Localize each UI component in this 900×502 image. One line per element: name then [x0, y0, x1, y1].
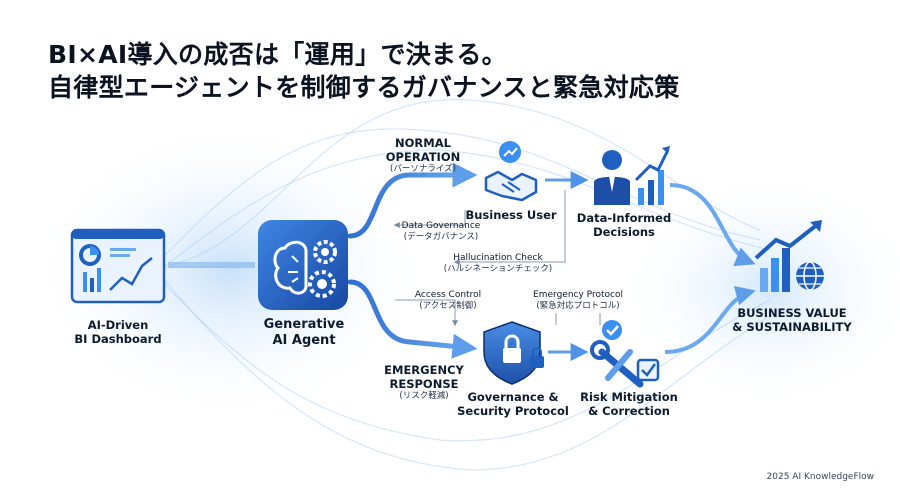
- business-value-label: BUSINESS VALUE & SUSTAINABILITY: [732, 306, 851, 334]
- brain-gears-icon: [258, 220, 348, 310]
- dashboard-label-1: AI-Driven: [87, 318, 149, 332]
- emerg-proto-sub: (緊急対応プロトコル): [536, 301, 620, 311]
- normal-sub: (パーソナライズ): [390, 164, 456, 174]
- edge-risk-value: [664, 285, 756, 354]
- governance-label-1: Governance &: [467, 390, 559, 404]
- governance-label: Governance & Security Protocol: [457, 390, 569, 418]
- emergency-response-label: EMERGENCY RESPONSE (リスク軽減): [384, 363, 464, 402]
- title-line-2: 自律型エージェントを制御するガバナンスと緊急対応策: [48, 73, 680, 102]
- normal-label-1: NORMAL: [395, 136, 451, 150]
- title-line-1: BI×AI導入の成否は「運用」で決まる。: [48, 40, 507, 69]
- decisions-label: Data-Informed Decisions: [577, 211, 671, 239]
- data-governance-label: Data Governance (データガバナンス): [402, 221, 481, 243]
- dashboard-label-2: BI Dashboard: [74, 332, 162, 346]
- wrench-check-icon: [590, 320, 660, 388]
- data-gov-text: Data Governance: [401, 221, 481, 231]
- data-gov-sub: (データガバナンス): [403, 232, 479, 242]
- access-control-label: Access Control (アクセス制御): [415, 290, 481, 312]
- agent-label-1: Generative: [263, 317, 345, 332]
- normal-operation-label: NORMAL OPERATION (パーソナライズ): [386, 136, 460, 175]
- access-text: Access Control: [414, 290, 482, 300]
- halluc-text: Hallucination Check: [453, 253, 543, 263]
- edge-decisions-value: [669, 183, 756, 267]
- feedback-arrows: [393, 190, 601, 327]
- risk-label-2: & Correction: [588, 404, 670, 418]
- access-sub: (アクセス制御): [419, 301, 477, 311]
- dashboard-label: AI-Driven BI Dashboard: [74, 318, 161, 346]
- agent-label: Generative AI Agent: [264, 317, 345, 349]
- shield-lock-icon: [483, 321, 544, 385]
- risk-label-1: Risk Mitigation: [580, 390, 678, 404]
- emerg-proto-text: Emergency Protocol: [533, 290, 623, 300]
- agent-label-2: AI Agent: [272, 333, 336, 348]
- growth-globe-icon: [754, 220, 824, 292]
- page-title: BI×AI導入の成否は「運用」で決まる。 自律型エージェントを制御するガバナンス…: [48, 38, 680, 104]
- risk-label: Risk Mitigation & Correction: [580, 390, 678, 418]
- business-user-label: Business User: [465, 208, 556, 222]
- glow-left: [30, 120, 430, 420]
- decisions-label-2: Decisions: [593, 225, 655, 239]
- hallucination-label: Hallucination Check (ハルシネーションチェック): [444, 253, 552, 275]
- value-label-2: & SUSTAINABILITY: [732, 320, 852, 334]
- dashboard-icon: [70, 228, 166, 304]
- value-label-1: BUSINESS VALUE: [737, 306, 847, 320]
- footer-credit: 2025 AI KnowledgeFlow: [766, 472, 874, 482]
- governance-label-2: Security Protocol: [457, 404, 569, 418]
- handshake-icon: [484, 141, 538, 202]
- emergency-label-2: RESPONSE: [389, 377, 459, 391]
- normal-label-2: OPERATION: [385, 150, 461, 164]
- emergency-protocol-label: Emergency Protocol (緊急対応プロトコル): [533, 290, 623, 312]
- businessman-chart-icon: [594, 146, 670, 205]
- emergency-sub: (リスク軽減): [399, 391, 449, 401]
- business-user-text: Business User: [465, 208, 557, 222]
- decisions-label-1: Data-Informed: [576, 211, 672, 225]
- main-pipes: [347, 162, 478, 359]
- halluc-sub: (ハルシネーションチェック): [443, 264, 553, 274]
- emergency-label-1: EMERGENCY: [384, 363, 464, 377]
